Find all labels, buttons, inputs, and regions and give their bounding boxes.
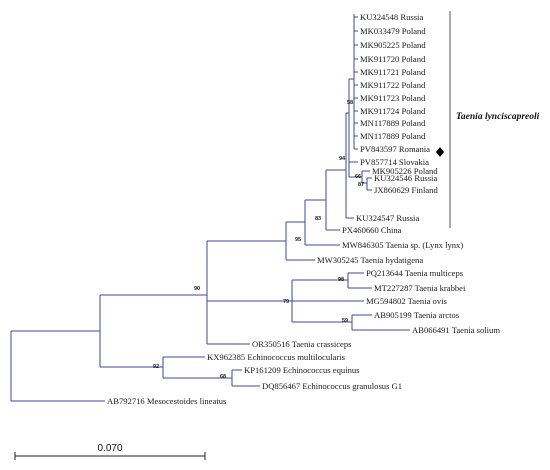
bootstrap-value: 92 xyxy=(153,364,159,370)
bootstrap-value: 58 xyxy=(347,100,353,106)
leaf-label: KP161209 Echinococcus equinus xyxy=(244,365,360,375)
leaf-label: KU324548 Russia xyxy=(360,12,423,22)
leaf-label-highlighted: PV843597 Romania xyxy=(360,144,430,154)
leaf-label: KX962385 Echinococcus multilocularis xyxy=(207,352,346,362)
leaf-label: MK911721 Poland xyxy=(360,67,426,77)
leaf-label: MK905225 Poland xyxy=(360,40,426,50)
tree-branches xyxy=(10,14,410,402)
leaf-labels: KU324548 Russia MK033479 Poland MK905225… xyxy=(107,12,500,406)
leaf-label: DQ856467 Echinococcus granulosus G1 xyxy=(262,381,402,391)
leaf-label: PQ213644 Taenia multiceps xyxy=(366,268,464,278)
scale-bar-label: 0.070 xyxy=(97,443,122,454)
leaf-label: MK033479 Poland xyxy=(360,26,426,36)
clade-label: Taenia lynciscapreoli xyxy=(456,112,540,122)
scale-bar: 0.070 xyxy=(14,443,206,460)
bootstrap-value: 79 xyxy=(283,299,289,305)
leaf-label: PV857714 Slovakia xyxy=(360,157,429,167)
bootstrap-value: 66 xyxy=(355,174,361,180)
leaf-label: KU324547 Russia xyxy=(356,213,419,223)
bootstrap-value: 83 xyxy=(315,216,321,222)
leaf-label: MK911724 Poland xyxy=(360,106,426,116)
leaf-label: AB792716 Mesocestoides lineatus xyxy=(107,396,227,406)
leaf-label: MN117889 Poland xyxy=(360,131,426,141)
leaf-label: MT227287 Taenia krabbei xyxy=(374,283,466,293)
bootstrap-value: 87 xyxy=(358,182,364,188)
leaf-label: AB905199 Taenia arctos xyxy=(374,310,460,320)
leaf-label: MN117889 Poland xyxy=(360,118,426,128)
diamond-marker-icon xyxy=(436,147,444,157)
leaf-label: MK911723 Poland xyxy=(360,93,426,103)
bootstrap-value: 94 xyxy=(339,156,346,162)
leaf-label: PX460660 China xyxy=(342,225,402,235)
leaf-label: JX860629 Finland xyxy=(374,185,438,195)
leaf-label: MG594802 Taenia ovis xyxy=(366,296,448,306)
bootstrap-value: 59 xyxy=(342,318,348,324)
leaf-label: MW305245 Taenia hydatigena xyxy=(317,255,423,265)
leaf-label: MK911720 Poland xyxy=(360,54,426,64)
bootstrap-value: 90 xyxy=(194,286,200,292)
leaf-label: KU324546 Russia xyxy=(374,173,437,183)
bootstrap-value: 95 xyxy=(295,237,301,243)
leaf-label: MW846305 Taenia sp. (Lynx lynx) xyxy=(342,240,463,250)
leaf-label: OR350516 Taenia crassiceps xyxy=(252,339,352,349)
leaf-label: AB066491 Taenia solium xyxy=(412,325,500,335)
leaf-label: MK911722 Poland xyxy=(360,80,426,90)
leaf-label: MK905226 Poland xyxy=(372,166,438,176)
bootstrap-value: 68 xyxy=(220,374,226,380)
bootstrap-value: 98 xyxy=(338,277,344,283)
bootstrap-values: 58 94 66 87 83 95 90 98 79 59 92 68 xyxy=(153,100,364,380)
